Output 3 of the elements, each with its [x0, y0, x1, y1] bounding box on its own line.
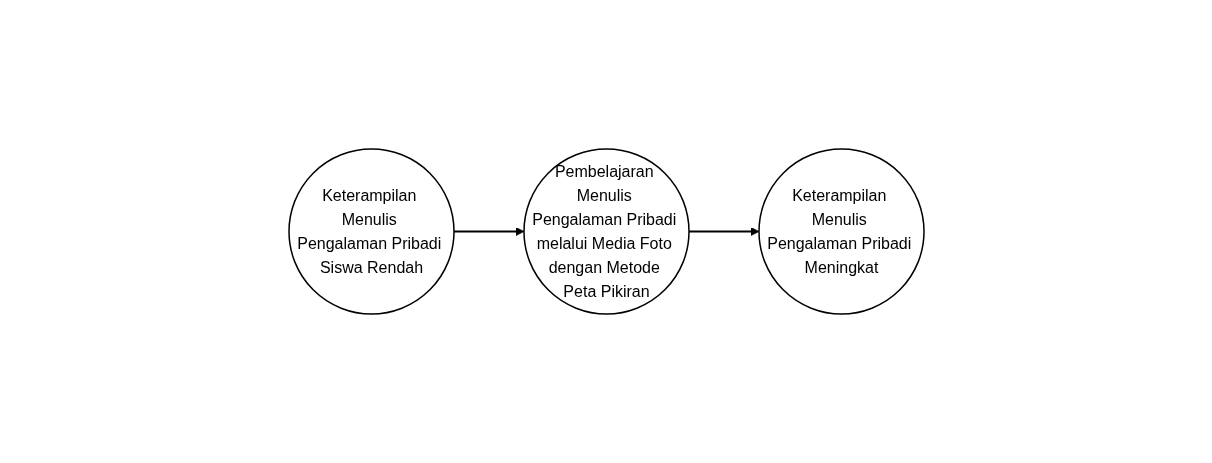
node-circle: Keterampilan Menulis Pengalaman Pribadi Meningkat: [757, 148, 925, 315]
node-circle: Keterampilan Menulis Pengalaman Pribadi Siswa Rendah: [287, 148, 455, 315]
node-circle: Pembelajaran Menulis Pengalaman Pribadi melalui Media Foto dengan Metode Peta Pikiran: [522, 148, 690, 315]
